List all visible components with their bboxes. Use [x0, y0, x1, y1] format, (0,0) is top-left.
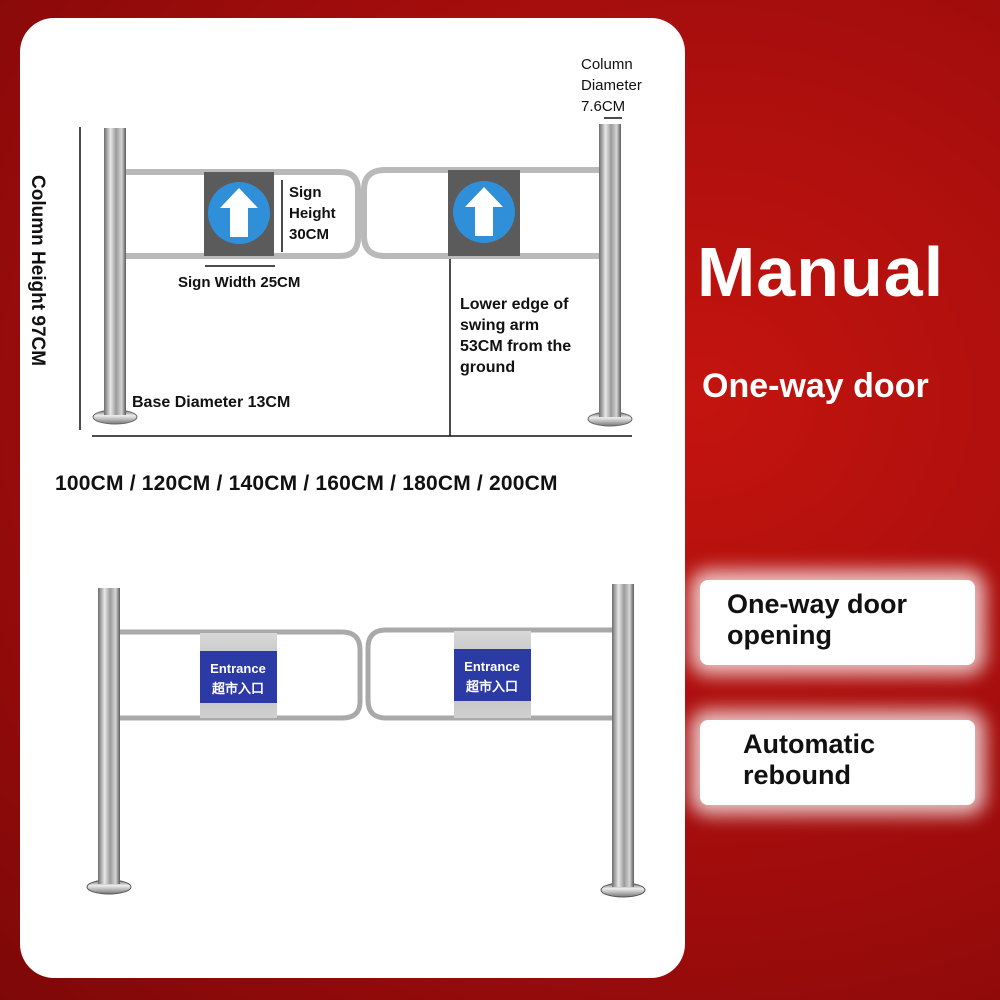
column-diameter-line: Column — [581, 56, 633, 73]
feature-line: opening — [727, 620, 832, 650]
left-entrance-text-en: Entrance — [210, 661, 266, 676]
arrow-up-icon — [220, 188, 258, 237]
feature-automatic-rebound: Automatic rebound — [700, 720, 975, 805]
photo-right-swing-arm — [365, 627, 612, 721]
right-entrance-text-zh: 超市入口 — [466, 679, 518, 695]
column-height-label: Column Height 97CM — [27, 175, 48, 367]
photo-left-column — [98, 588, 120, 884]
feature-one-way-opening: One-way door opening — [700, 580, 975, 665]
product-subtitle: One-way door — [702, 367, 929, 405]
right-column — [599, 124, 621, 417]
lower-edge-label: Lower edge of swing arm 53CM from the gr… — [460, 294, 571, 378]
left-entrance-text-zh: 超市入口 — [212, 681, 264, 697]
lower-edge-line: swing arm — [460, 317, 540, 334]
sign-width-label: Sign Width 25CM — [178, 274, 301, 291]
photo-left-swing-arm — [120, 629, 363, 721]
column-diameter-line: 7.6CM — [581, 98, 626, 115]
right-swing-arm — [361, 167, 599, 259]
column-diameter-line: Diameter — [581, 77, 642, 94]
lower-edge-line: ground — [460, 359, 516, 376]
sign-height-line: Sign — [289, 184, 322, 201]
photo-left-entrance-sign — [200, 651, 277, 703]
right-entrance-text-en: Entrance — [464, 659, 520, 674]
feature-line: One-way door — [727, 589, 908, 619]
column-diameter-label: Column Diameter 7.6CM — [581, 54, 642, 117]
feature-line: Automatic — [743, 729, 876, 759]
lower-edge-line: Lower edge of — [460, 296, 569, 313]
photo-right-column — [612, 584, 634, 887]
sign-height-line: 30CM — [289, 226, 330, 243]
left-column — [104, 128, 126, 415]
sign-height-line: Height — [289, 205, 336, 222]
available-sizes-label: 100CM / 120CM / 140CM / 160CM / 180CM / … — [55, 472, 558, 495]
arrow-up-icon — [465, 187, 503, 236]
base-diameter-label: Base Diameter 13CM — [132, 394, 291, 411]
photo-right-entrance-sign — [454, 649, 531, 701]
sign-height-label: Sign Height 30CM — [289, 182, 336, 245]
lower-edge-line: 53CM from the — [460, 338, 572, 355]
feature-line: rebound — [743, 760, 851, 790]
left-swing-arm — [126, 169, 361, 259]
product-title: Manual — [697, 233, 945, 311]
